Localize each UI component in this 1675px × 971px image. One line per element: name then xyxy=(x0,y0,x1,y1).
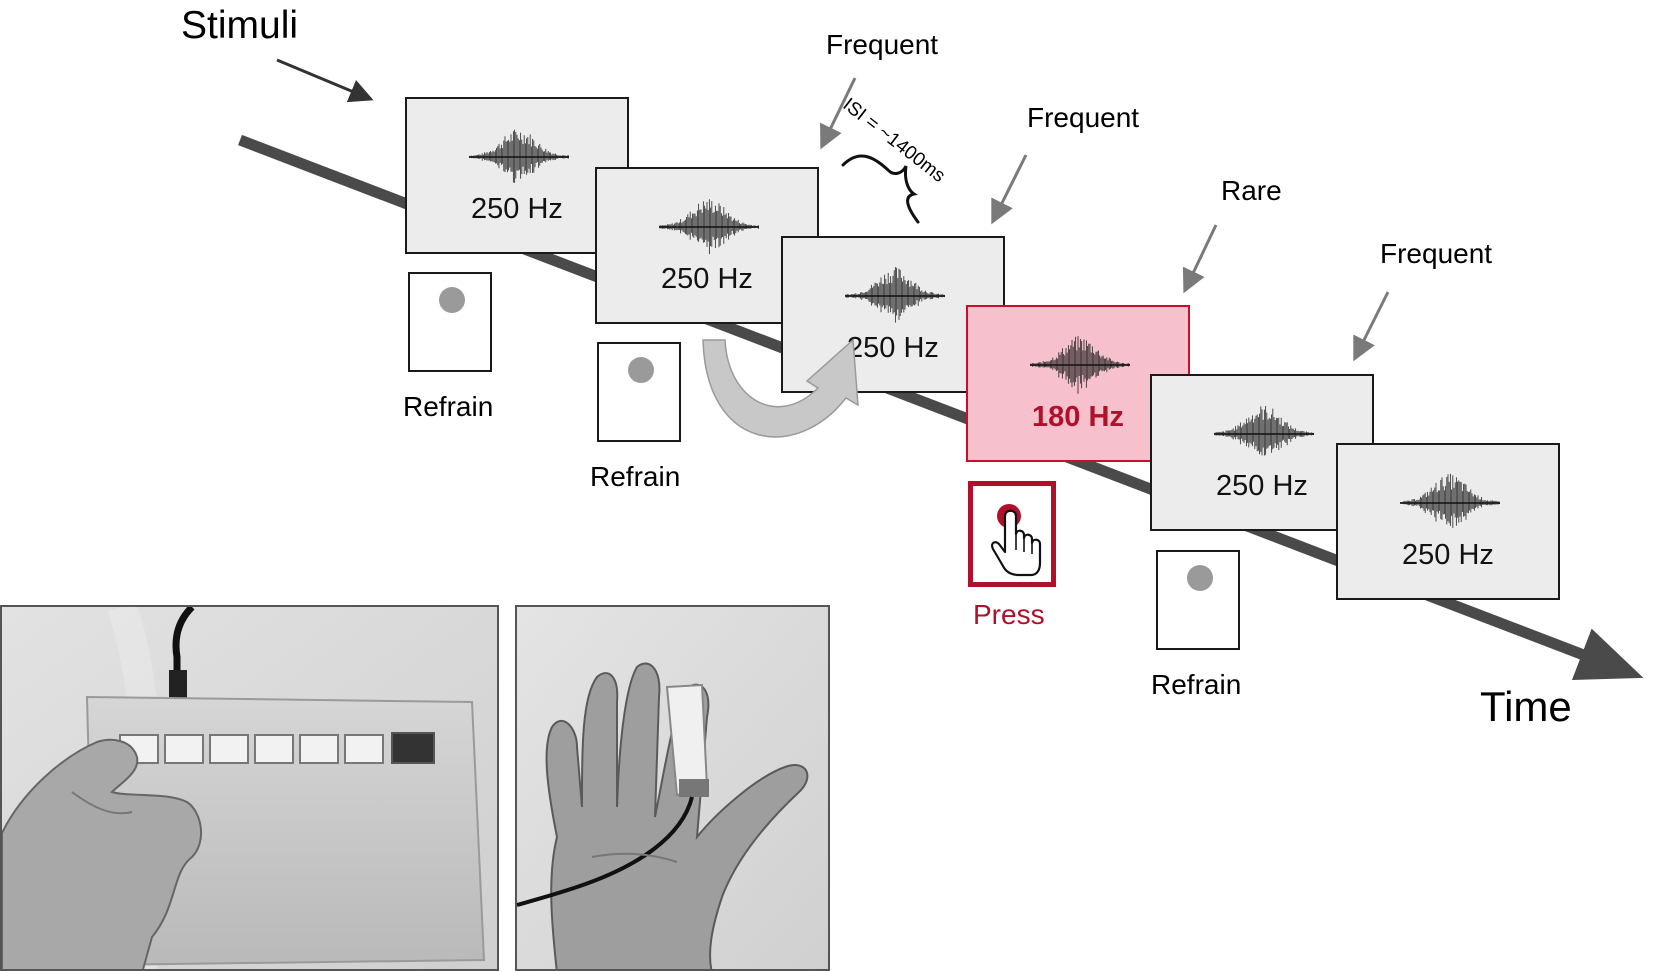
pointer-arrow xyxy=(1353,291,1390,362)
waveform-trace xyxy=(469,129,569,183)
response-box-2 xyxy=(597,342,681,442)
response-box-1 xyxy=(408,272,492,372)
stimulus-freq: 250 Hz xyxy=(847,332,939,364)
response-dot xyxy=(628,357,654,383)
waveform-icon xyxy=(1030,336,1130,394)
response-dot xyxy=(439,287,465,313)
stimulus-freq: 250 Hz xyxy=(471,193,563,225)
keypad-illustration xyxy=(2,607,497,969)
pointing-hand-icon xyxy=(991,504,1042,577)
waveform-icon xyxy=(845,267,945,323)
stimulus-freq: 250 Hz xyxy=(1402,539,1494,571)
waveform-trace xyxy=(659,199,759,255)
response-dot xyxy=(1187,565,1213,591)
waveform-trace xyxy=(1214,406,1314,456)
stimulus-freq: 250 Hz xyxy=(1216,470,1308,502)
waveform-icon xyxy=(469,129,569,183)
finger-sensor-illustration xyxy=(517,607,828,969)
waveform-trace xyxy=(1030,336,1130,394)
response-label: Refrain xyxy=(590,461,681,492)
stimulus-1: 250 Hz xyxy=(405,97,629,254)
stimulus-type-label: Frequent xyxy=(1380,238,1493,269)
stimulus-type-label: Frequent xyxy=(826,29,939,60)
stimuli-label: Stimuli xyxy=(181,4,299,47)
stimulus-freq: 180 Hz xyxy=(1032,401,1124,433)
waveform-trace xyxy=(1400,473,1500,528)
stimulus-type-label: Frequent xyxy=(1027,102,1140,133)
finger-sensor-photo xyxy=(515,605,830,971)
response-label: Refrain xyxy=(403,391,494,422)
time-label: Time xyxy=(1480,683,1572,730)
response-keypad-photo xyxy=(0,605,499,971)
response-label-press: Press xyxy=(973,599,1045,630)
waveform-icon xyxy=(1214,406,1314,456)
stimulus-type-label: Rare xyxy=(1221,175,1282,206)
stimulus-6: 250 Hz xyxy=(1336,443,1560,600)
pointer-arrow xyxy=(1182,224,1218,294)
response-box-5 xyxy=(1156,550,1240,650)
response-box-press xyxy=(968,481,1056,587)
waveform-trace xyxy=(845,267,945,323)
response-label: Refrain xyxy=(1151,669,1242,700)
waveform-icon xyxy=(1400,473,1500,528)
pointer-arrow xyxy=(991,154,1028,225)
stimulus-freq: 250 Hz xyxy=(661,263,753,295)
waveform-icon xyxy=(659,199,759,255)
pointer-arrow xyxy=(820,77,857,150)
